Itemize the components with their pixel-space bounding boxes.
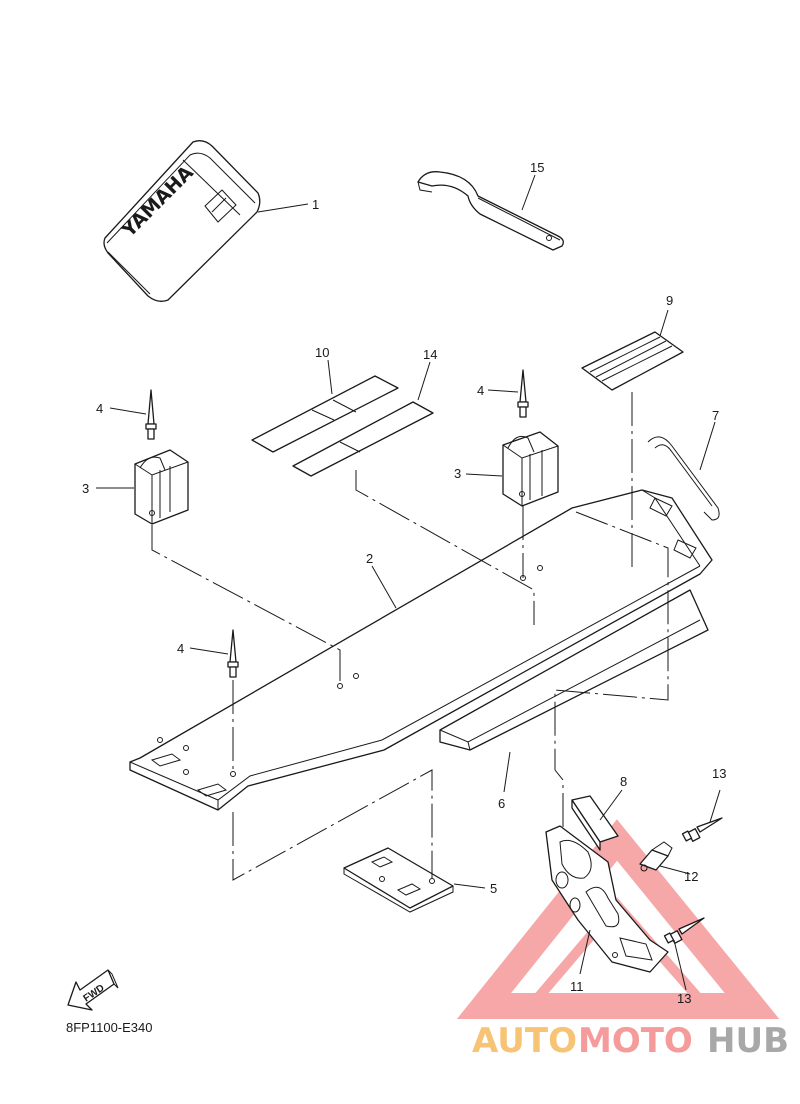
part-10-label[interactable] — [251, 375, 399, 453]
part-4-rivet-upper-right[interactable] — [517, 369, 529, 418]
callout-6: 6 — [498, 796, 505, 811]
callout-13-upper: 13 — [712, 766, 726, 781]
callout-4-upper-right: 4 — [477, 383, 484, 398]
part-13-rivet-lower[interactable] — [663, 917, 705, 944]
watermark-part-a: AUTO — [472, 1021, 577, 1061]
part-11-bracket[interactable] — [545, 825, 669, 973]
callout-7: 7 — [712, 408, 719, 423]
part-1-tool-pouch[interactable]: YAMAHA — [103, 140, 261, 302]
callout-2: 2 — [366, 551, 373, 566]
callout-4-lower: 4 — [177, 641, 184, 656]
assembly-lines — [151, 392, 669, 881]
callout-13-lower: 13 — [677, 991, 691, 1006]
part-15-spanner-wrench[interactable] — [417, 171, 564, 251]
part-4-rivet-lower[interactable] — [227, 629, 239, 678]
part-2-tray[interactable] — [129, 489, 713, 811]
callout-numbers: 1 15 10 14 9 7 4 3 4 3 2 4 5 6 8 12 13 1… — [82, 160, 726, 1006]
callout-10: 10 — [315, 345, 329, 360]
callout-14: 14 — [423, 347, 437, 362]
part-14-label[interactable] — [292, 401, 434, 477]
part-7-holder[interactable] — [647, 436, 720, 521]
fwd-arrow-icon: FWD — [67, 969, 119, 1011]
watermark-part-b: MOTO — [578, 1021, 693, 1061]
diagram-code: 8FP1100-E340 — [66, 1020, 153, 1035]
watermark-text: AUTO MOTO HUB — [472, 1021, 789, 1061]
part-3-bracket-right[interactable] — [502, 431, 559, 507]
callout-3-right: 3 — [454, 466, 461, 481]
callout-12: 12 — [684, 869, 698, 884]
callout-8: 8 — [620, 774, 627, 789]
part-8-block[interactable] — [571, 795, 619, 851]
part-6-spacer[interactable] — [439, 589, 709, 751]
callout-4-upper-left: 4 — [96, 401, 103, 416]
part-3-bracket-left[interactable] — [134, 449, 189, 525]
leader-lines — [96, 174, 721, 991]
callout-3-left: 3 — [82, 481, 89, 496]
callout-15: 15 — [530, 160, 544, 175]
part-9-pad[interactable] — [581, 331, 684, 391]
part-5-plate[interactable] — [343, 847, 454, 913]
callout-11: 11 — [570, 979, 584, 994]
callout-9: 9 — [666, 293, 673, 308]
watermark-part-c: HUB — [707, 1021, 789, 1061]
callout-5: 5 — [490, 881, 497, 896]
part-12-clip[interactable] — [639, 841, 673, 872]
callout-1: 1 — [312, 197, 319, 212]
part-4-rivet-upper-left[interactable] — [145, 389, 157, 440]
part-13-rivet-upper[interactable] — [681, 817, 723, 842]
